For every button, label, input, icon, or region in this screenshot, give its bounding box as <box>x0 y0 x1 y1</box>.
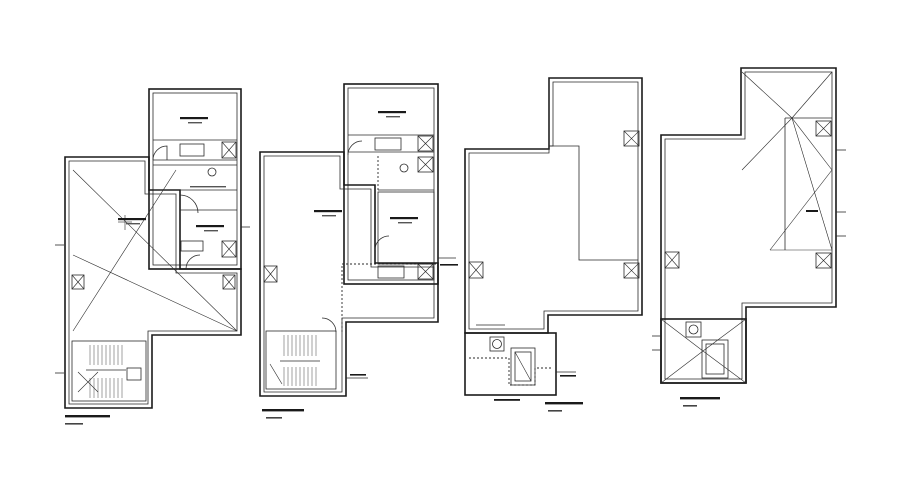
water-tank-icon <box>688 324 699 335</box>
plan-title <box>545 402 583 405</box>
annex-outline <box>343 83 439 285</box>
door-arc <box>185 254 201 270</box>
column-icon <box>623 262 640 279</box>
water-tank-icon <box>492 339 502 349</box>
stair-cabin <box>660 318 747 384</box>
column-icon <box>71 274 85 290</box>
door-arc <box>347 140 363 156</box>
column-icon <box>417 135 434 152</box>
staircase <box>265 330 337 390</box>
annex-outline <box>148 88 242 270</box>
column-icon <box>815 252 832 269</box>
column-icon <box>417 263 434 280</box>
main-outline <box>259 151 439 397</box>
roof-outline <box>660 67 837 384</box>
main-outline <box>64 156 242 409</box>
toilet-icon <box>207 167 217 177</box>
column-icon <box>263 265 278 283</box>
column-icon <box>221 141 237 159</box>
roof-outline <box>464 77 643 334</box>
plan-scale <box>65 423 83 425</box>
column-icon <box>468 261 484 279</box>
column-icon <box>221 240 237 258</box>
door-arc <box>374 235 390 251</box>
plan-scale <box>548 410 562 412</box>
column-icon <box>222 274 236 290</box>
column-icon <box>664 251 680 269</box>
plan-title <box>262 409 304 412</box>
door-arc <box>152 145 168 161</box>
dashed-line <box>341 263 438 332</box>
staircase <box>71 340 147 402</box>
plan-scale <box>683 405 697 407</box>
roof-plan <box>464 77 643 412</box>
top-roof-plan <box>652 67 846 407</box>
toilet-icon <box>399 163 409 173</box>
column-icon <box>623 130 640 147</box>
door-arc <box>321 317 337 333</box>
plan-scale <box>266 417 282 419</box>
column-icon <box>815 120 832 137</box>
plan-title <box>680 397 720 400</box>
dashed-line <box>469 357 552 386</box>
column-icon <box>417 156 434 173</box>
ground-floor-plan <box>55 88 250 425</box>
stair-cabin <box>464 332 557 396</box>
door-arc <box>179 194 199 214</box>
plan-title <box>65 415 110 418</box>
first-floor-plan <box>259 83 458 419</box>
